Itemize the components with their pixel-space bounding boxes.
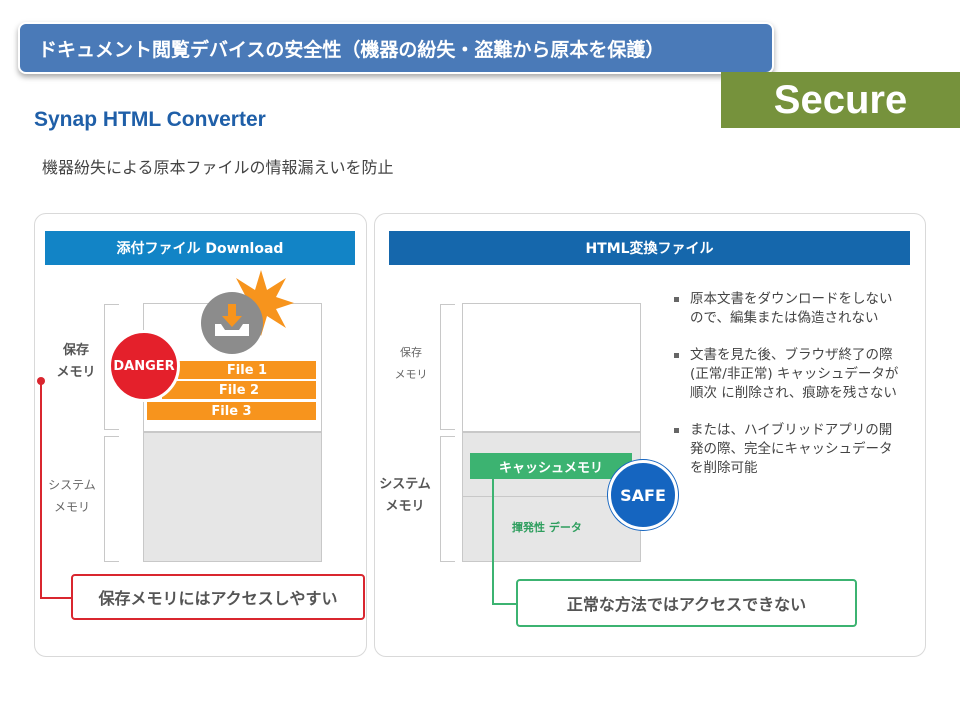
title-banner: ドキュメント閲覧デバイスの安全性（機器の紛失・盗難から原本を保護） bbox=[18, 22, 774, 74]
page-title: ドキュメント閲覧デバイスの安全性（機器の紛失・盗難から原本を保護） bbox=[38, 38, 665, 61]
safe-callout: 正常な方法ではアクセスできない bbox=[516, 579, 857, 627]
safe-connector bbox=[492, 478, 518, 605]
benefit-list: 原本文書をダウンロードをしないので、編集または偽造されない 文書を見た後、ブラウ… bbox=[672, 290, 900, 496]
description: 機器紛失による原本ファイルの情報漏えいを防止 bbox=[42, 158, 394, 177]
volatile-data-label: 揮発性 データ bbox=[512, 521, 582, 534]
right-storage-memory-label: 保存 メモリ bbox=[394, 346, 428, 381]
safe-badge: SAFE bbox=[608, 460, 678, 530]
file-bar-3: File 3 bbox=[147, 402, 316, 420]
danger-badge: DANGER bbox=[108, 330, 180, 402]
system-bracket bbox=[104, 436, 119, 562]
secure-badge: Secure bbox=[721, 72, 960, 128]
right-system-bracket bbox=[440, 436, 455, 562]
right-panel-header: HTML変換ファイル bbox=[389, 231, 910, 265]
file-bar-1: File 1 bbox=[178, 361, 316, 379]
system-memory-label: システム メモリ bbox=[48, 478, 96, 514]
storage-bracket bbox=[104, 304, 119, 430]
left-panel-header: 添付ファイル Download bbox=[45, 231, 355, 265]
volatile-divider bbox=[462, 496, 641, 497]
right-storage-bracket bbox=[440, 304, 455, 430]
download-tray-icon bbox=[201, 292, 263, 354]
right-system-memory-label: システム メモリ bbox=[379, 477, 431, 514]
danger-connector bbox=[37, 377, 74, 599]
benefit-item-2: 文書を見た後、ブラウザ終了の際 (正常/非正常) キャッシュデータが順次 に削除… bbox=[672, 346, 900, 403]
system-memory-box bbox=[143, 432, 322, 562]
file-bar-2: File 2 bbox=[162, 381, 316, 399]
cache-memory-bar: キャッシュメモリ bbox=[470, 453, 632, 479]
danger-callout: 保存メモリにはアクセスしやすい bbox=[71, 574, 365, 620]
right-storage-memory-box bbox=[462, 303, 641, 432]
benefit-item-1: 原本文書をダウンロードをしないので、編集または偽造されない bbox=[672, 290, 900, 328]
storage-memory-label: 保存 メモリ bbox=[56, 343, 96, 380]
benefit-item-3: または、ハイブリッドアプリの開発の際、完全にキャッシュデータを削除可能 bbox=[672, 421, 900, 478]
product-name: Synap HTML Converter bbox=[34, 108, 266, 131]
